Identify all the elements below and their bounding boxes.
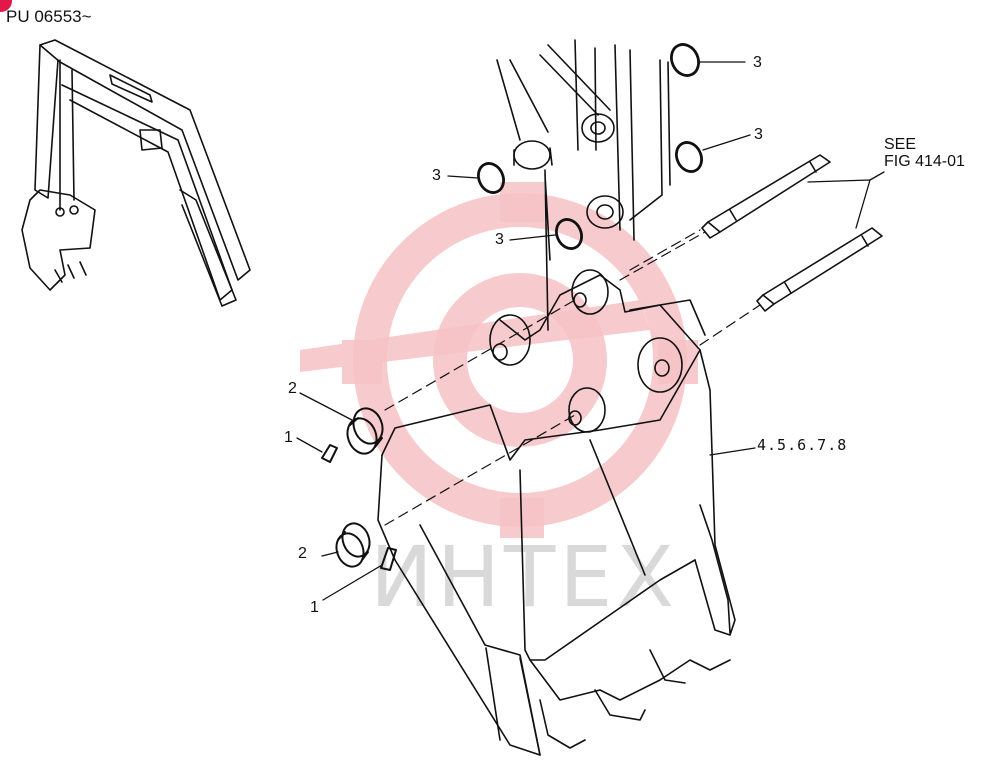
- callout-2-bushing-lower: 2: [298, 545, 307, 562]
- arm-link-sketch: [497, 40, 670, 330]
- leader-lines: [297, 62, 884, 600]
- callout-1-key-upper: 1: [284, 429, 293, 446]
- callout-1-key-lower: 1: [310, 599, 319, 616]
- figure-number: FIG 414-01: [884, 153, 965, 170]
- callout-3-oring-right: 3: [754, 126, 763, 143]
- bucket-body: [378, 270, 735, 755]
- machine-overview-sketch: [22, 40, 250, 306]
- o-rings: [474, 40, 706, 253]
- centerlines: [385, 230, 760, 525]
- see-figure-reference: SEE FIG 414-01: [884, 136, 965, 170]
- bushings-and-keys: [322, 404, 396, 570]
- callout-2-bushing-upper: 2: [288, 380, 297, 397]
- pins: [702, 155, 882, 311]
- see-label: SEE: [884, 136, 917, 153]
- callout-4-8-bucket: 4.5.6.7.8: [757, 436, 848, 454]
- callout-3-oring-center: 3: [495, 231, 504, 248]
- serial-range-label: PU 06553~: [6, 7, 92, 26]
- callout-3-oring-left: 3: [432, 167, 441, 184]
- callout-3-oring-top: 3: [753, 54, 762, 71]
